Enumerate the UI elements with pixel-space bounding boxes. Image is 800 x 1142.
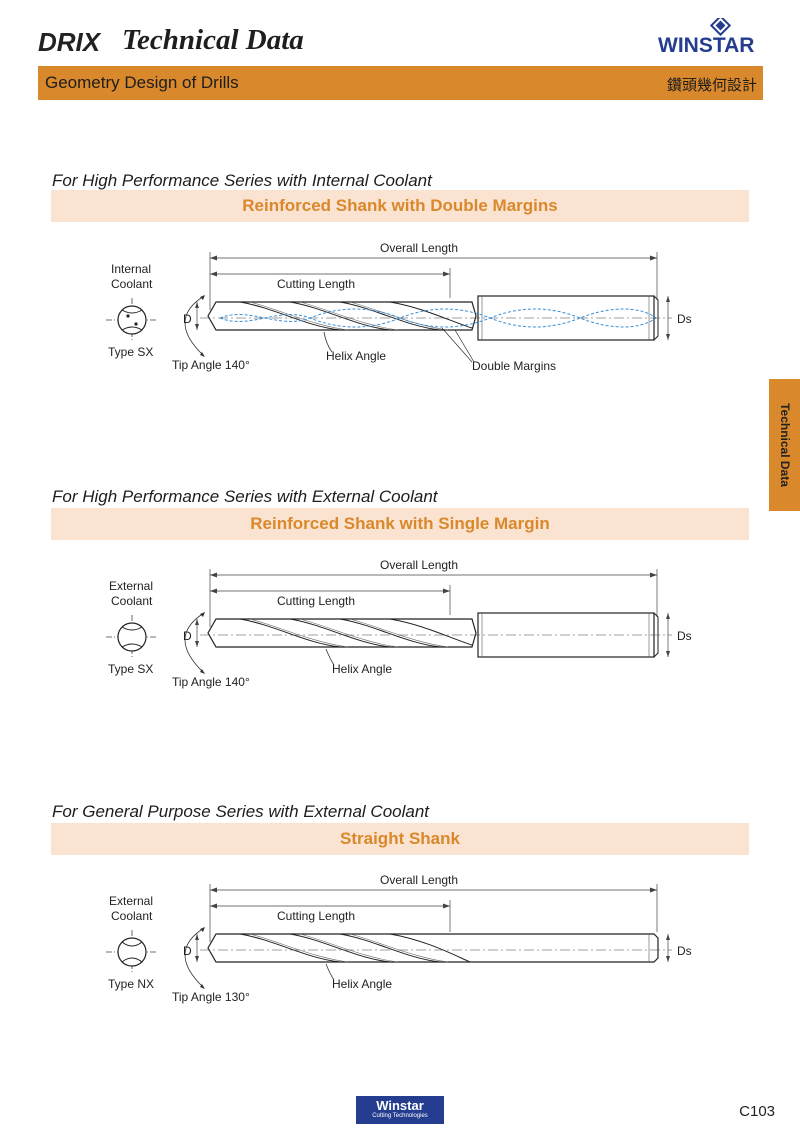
ds-label: Ds [677, 629, 692, 643]
overall-length-dim [209, 252, 658, 310]
ds-label: Ds [677, 312, 692, 326]
winstar-logo: WINSTAR [658, 18, 754, 56]
coolant-label-line1: External [109, 894, 153, 908]
page-number: C103 [739, 1103, 775, 1120]
footer-logo-sub: Cutting Technologies [372, 1113, 428, 1119]
type-label: Type SX [108, 345, 153, 359]
coolant-label-line1: Internal [111, 262, 151, 276]
coolant-label-line2: Coolant [111, 909, 153, 923]
footer-winstar-logo: Winstar Cutting Technologies [356, 1096, 444, 1124]
coolant-label-line1: External [109, 579, 153, 593]
section-1-band-label: Reinforced Shank with Double Margins [242, 196, 558, 215]
ds-dim [666, 613, 670, 657]
bar-title-chinese: 鑽頭幾何設計 [666, 76, 757, 94]
helix-angle-label: Helix Angle [326, 349, 386, 363]
overall-length-dim [209, 569, 658, 627]
tip-angle-label: Tip Angle 140° [172, 358, 250, 372]
d-dim [195, 302, 199, 330]
side-tab-label: Technical Data [777, 403, 792, 487]
drill-diagram-1: Internal Coolant Type SX Tip Angle 140° … [106, 241, 692, 373]
winstar-logo-text: WINSTAR [658, 34, 754, 56]
tip-angle-arc [184, 927, 205, 989]
side-tab-technical-data[interactable]: Technical Data [769, 379, 800, 511]
cross-section-icon [106, 930, 158, 974]
cutting-length-label: Cutting Length [277, 277, 355, 291]
section-1-title: For High Performance Series with Interna… [52, 171, 432, 190]
ds-dim [666, 934, 670, 962]
overall-length-label: Overall Length [380, 873, 458, 887]
cutting-length-dim [210, 900, 451, 932]
cutting-length-dim [210, 268, 451, 298]
d-label: D [183, 312, 192, 326]
overall-length-dim [209, 884, 658, 942]
section-2-band-label: Reinforced Shank with Single Margin [250, 514, 550, 533]
section-1-band: Reinforced Shank with Double Margins [51, 190, 749, 222]
drix-logo: DRIX [38, 27, 102, 56]
d-label: D [183, 944, 192, 958]
ds-dim [666, 296, 670, 340]
type-label: Type SX [108, 662, 153, 676]
drill-body [200, 933, 672, 963]
bar-title: Geometry Design of Drills [45, 73, 239, 92]
overall-length-label: Overall Length [380, 241, 458, 255]
cutting-length-dim [210, 585, 451, 615]
d-dim [195, 619, 199, 647]
section-2-band: Reinforced Shank with Single Margin [51, 508, 749, 540]
tip-angle-arc [184, 295, 205, 357]
d-dim [195, 934, 199, 962]
section-2-title: For High Performance Series with Externa… [52, 487, 438, 506]
type-label: Type NX [108, 977, 154, 991]
tip-angle-label: Tip Angle 130° [172, 990, 250, 1004]
tip-angle-arc [184, 612, 205, 674]
cross-section-icon [106, 298, 158, 342]
coolant-label-line2: Coolant [111, 594, 153, 608]
drill-diagram-2: External Coolant Type SX Tip Angle 140° … [106, 558, 692, 689]
helix-angle-label: Helix Angle [332, 977, 392, 991]
cutting-length-label: Cutting Length [277, 594, 355, 608]
helix-angle-label: Helix Angle [332, 662, 392, 676]
page-title: Technical Data [122, 24, 304, 56]
drix-logo-text: DRIX [38, 27, 102, 56]
d-label: D [183, 629, 192, 643]
cutting-length-label: Cutting Length [277, 909, 355, 923]
cross-section-icon [106, 615, 158, 659]
coolant-label-line2: Coolant [111, 277, 153, 291]
drill-diagram-3: External Coolant Type NX Tip Angle 130° … [106, 873, 692, 1004]
section-3-band: Straight Shank [51, 823, 749, 855]
overall-length-label: Overall Length [380, 558, 458, 572]
section-bar [38, 66, 763, 100]
section-3-band-label: Straight Shank [340, 829, 460, 848]
drill-body [200, 295, 672, 341]
coolant-channel-lines [219, 308, 657, 328]
ds-label: Ds [677, 944, 692, 958]
drill-body [200, 612, 672, 658]
double-margins-label: Double Margins [472, 359, 556, 373]
footer-logo-main: Winstar [376, 1098, 424, 1113]
tip-angle-label: Tip Angle 140° [172, 675, 250, 689]
section-3-title: For General Purpose Series with External… [52, 802, 430, 821]
